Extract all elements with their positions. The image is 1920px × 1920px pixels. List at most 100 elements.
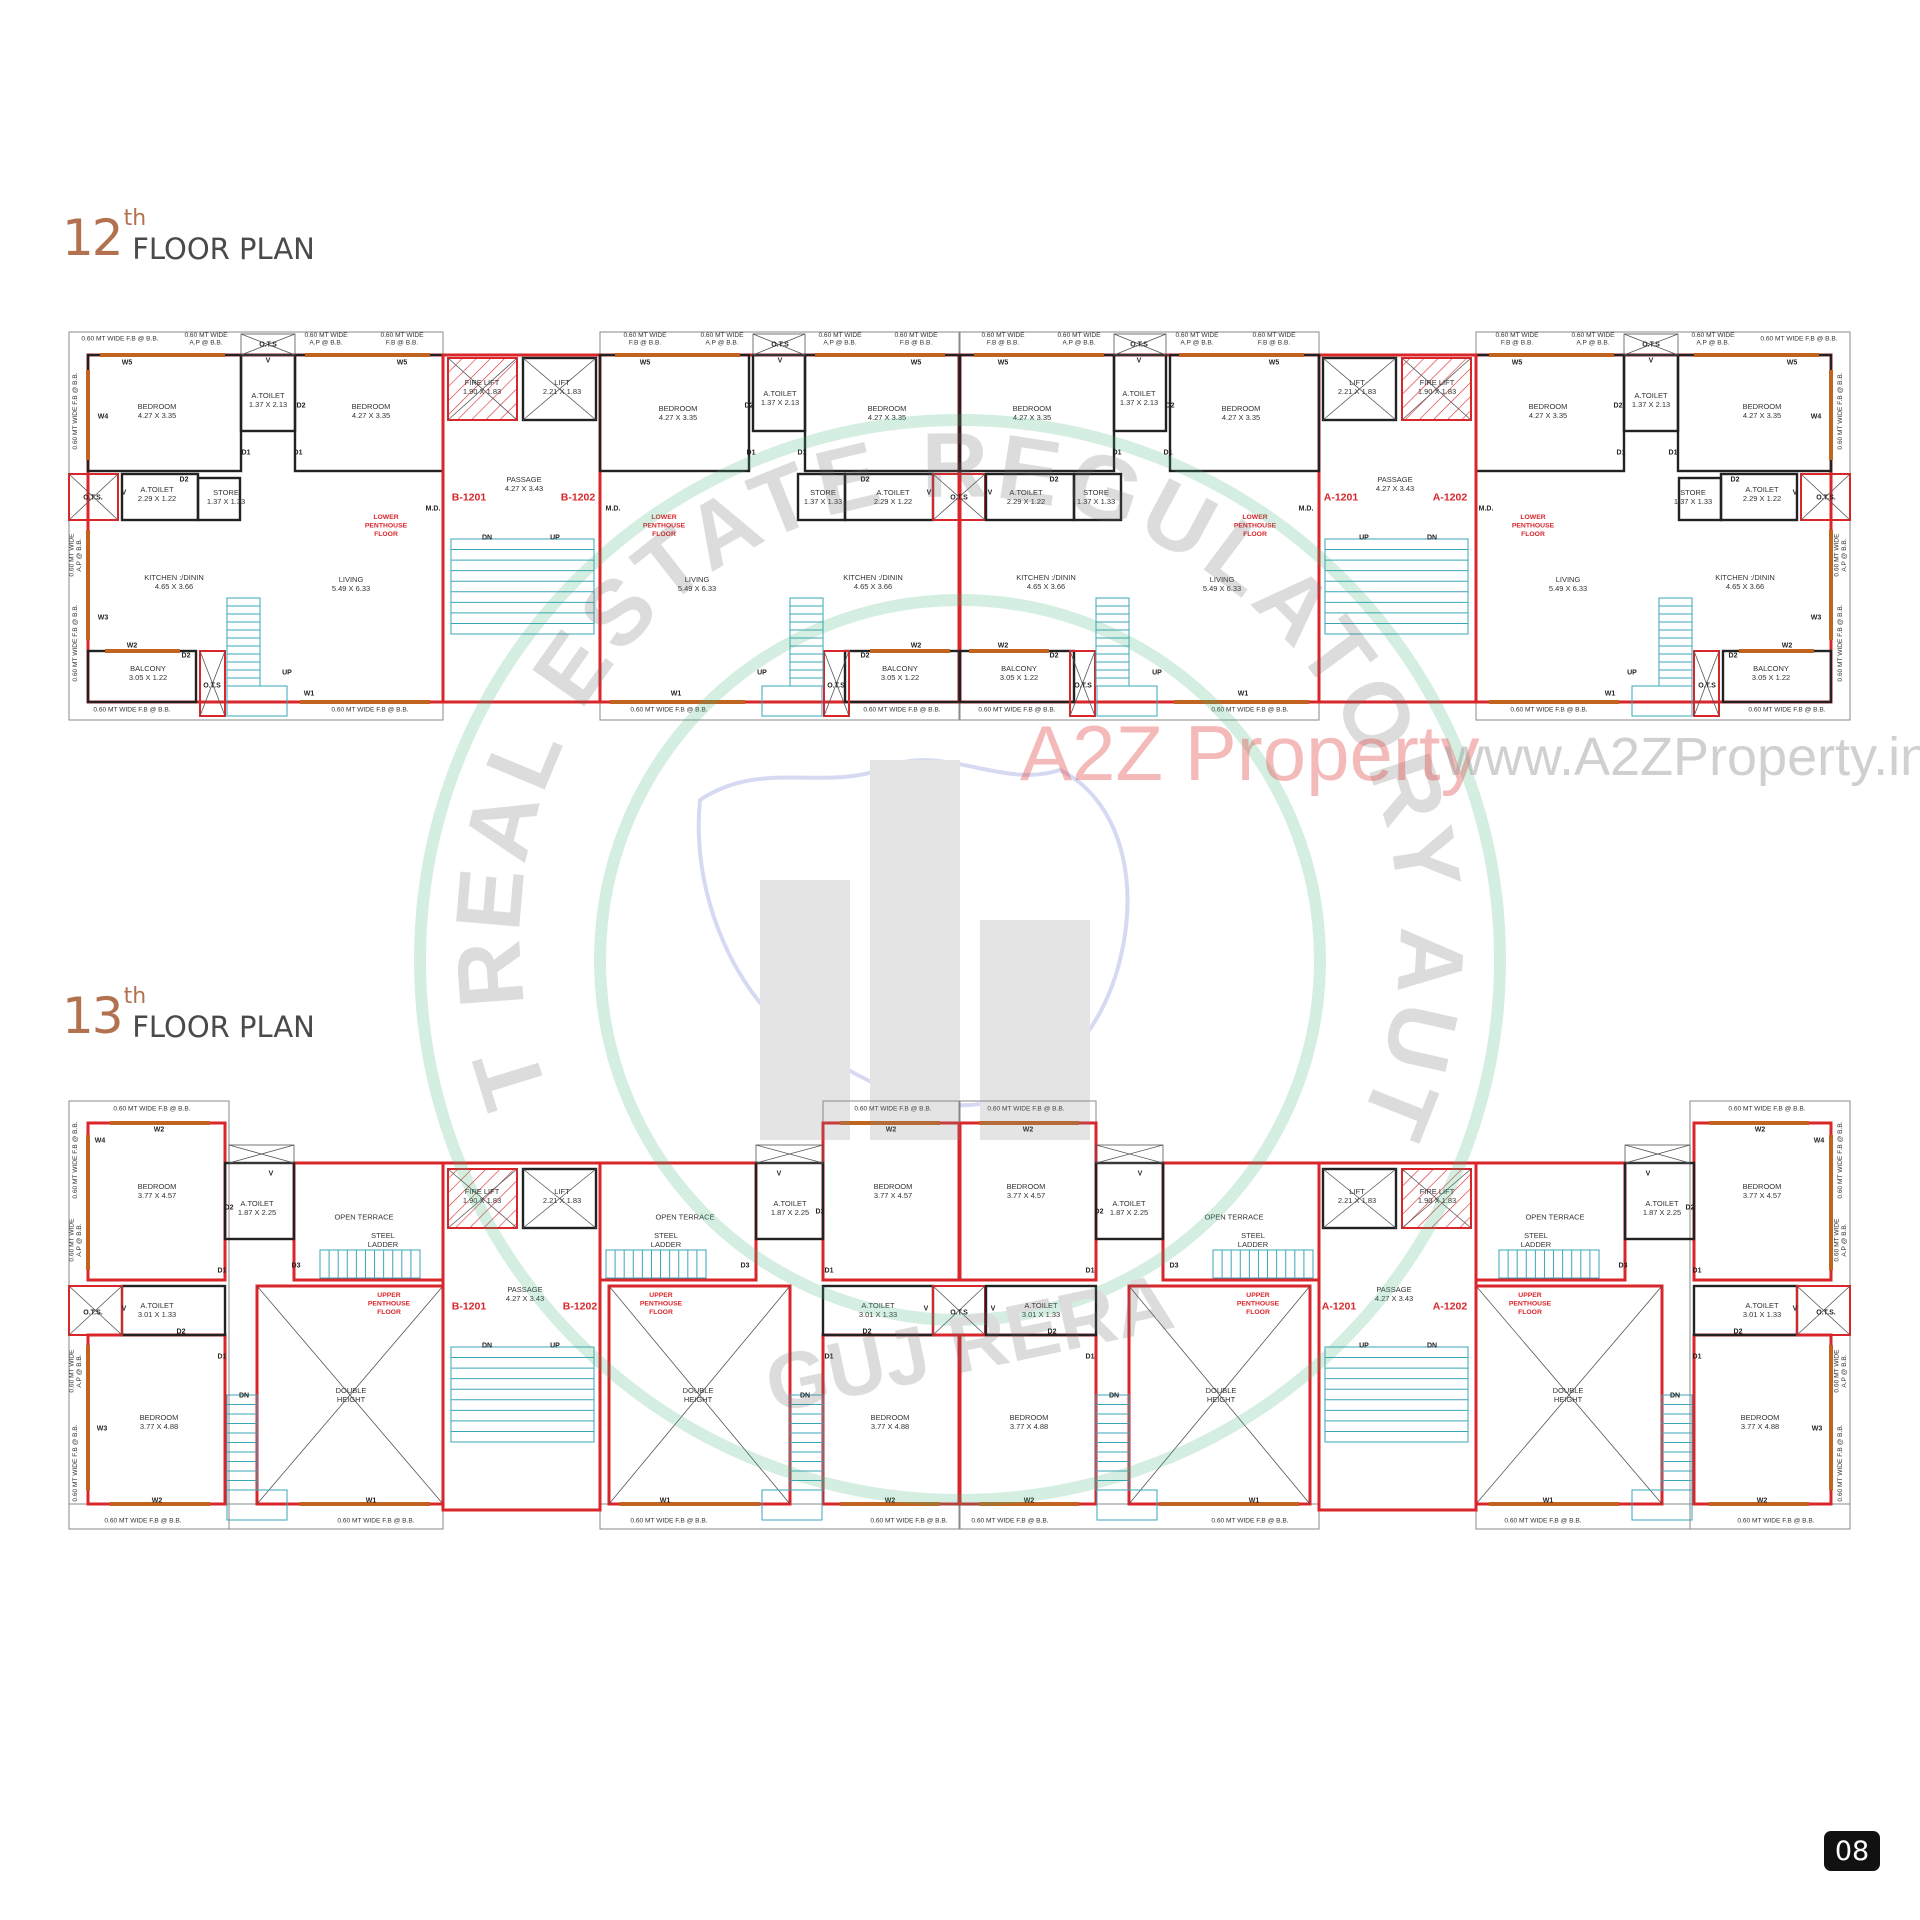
room-label: 1.37 X 2.13 xyxy=(761,398,799,407)
exterior-wall xyxy=(1692,1121,1833,1282)
plan-tag: W5 xyxy=(640,360,651,367)
ots-shaft-cross xyxy=(1800,473,1851,521)
plan-tag: O.T.S xyxy=(203,683,221,690)
plan-tag: W3 xyxy=(1812,1426,1823,1433)
room-label: OPEN TERRACE xyxy=(1204,1213,1263,1222)
unit-number-label: A-1202 xyxy=(1433,492,1468,504)
plan-tag: V xyxy=(991,1306,996,1313)
lift-shaft xyxy=(1321,356,1398,422)
plan-tag: W3 xyxy=(1811,615,1822,622)
plan-tag: W1 xyxy=(1543,1498,1554,1505)
room-label: LADDER xyxy=(1521,1240,1552,1249)
room-label: 4.27 X 3.35 xyxy=(1222,413,1260,422)
room-label: 3.77 X 4.88 xyxy=(1010,1422,1048,1431)
room-label: A.TOILET xyxy=(1634,391,1668,400)
unit-number-label: B-1202 xyxy=(561,492,596,504)
penthouse-floor-note: UPPER xyxy=(377,1292,401,1299)
room-label: 2.29 X 1.22 xyxy=(1743,494,1781,503)
room-label: LIFT xyxy=(1349,1187,1365,1196)
room-label: LIVING xyxy=(1556,575,1581,584)
plan-tag: M.D. xyxy=(1299,506,1314,513)
plan-tag: DN xyxy=(1670,1393,1680,1400)
room-label: STORE xyxy=(1680,488,1706,497)
plan-tag: W3 xyxy=(98,615,109,622)
unit-walls-left xyxy=(68,1100,986,1530)
setback-label: A.P @ B.B. xyxy=(189,339,222,346)
setback-label: 0.60 MT WIDE F.B @ B.B. xyxy=(870,1518,947,1525)
lift-shaft-cross xyxy=(1322,357,1397,421)
setback-label: 0.60 MT WIDE xyxy=(184,332,228,339)
setback-label: A.P @ B.B. xyxy=(1062,339,1095,346)
plan-tag: D1 xyxy=(825,1268,834,1275)
unit-number-label: B-1202 xyxy=(563,1301,598,1313)
room-wall xyxy=(984,472,1076,522)
room-label: BEDROOM xyxy=(138,402,177,411)
penthouse-floor-note: FLOOR xyxy=(374,531,398,538)
exterior-wall xyxy=(1317,1161,1478,1512)
room-wall xyxy=(196,476,242,522)
ots-shaft-cross xyxy=(1796,1285,1851,1336)
setback-label: 0.60 MT WIDE F.B @ B.B. xyxy=(337,1518,414,1525)
plan-tag: V xyxy=(1137,358,1142,365)
room-label: 4.27 X 3.35 xyxy=(659,413,697,422)
penthouse-floor-note: FLOOR xyxy=(377,1309,401,1316)
room-label: KITCHEN :/DININ xyxy=(1016,573,1076,582)
plan-tag: D2 xyxy=(297,403,306,410)
plan-tag: UP xyxy=(282,670,292,677)
setback-label: 0.60 MT WIDE xyxy=(68,1349,75,1393)
setback-label: 0.60 MT WIDE xyxy=(1833,1218,1840,1262)
plan-tag: W2 xyxy=(1757,1498,1768,1505)
room-label: 5.49 X 6.33 xyxy=(332,584,370,593)
setback-label: 0.60 MT WIDE F.B @ B.B. xyxy=(987,1106,1064,1113)
setback-label: 0.60 MT WIDE F.B @ B.B. xyxy=(971,1518,1048,1525)
plan-tag: D2 xyxy=(1050,653,1059,660)
plan-tag: D1 xyxy=(1693,1354,1702,1361)
staircase xyxy=(450,538,595,635)
setback-label: 0.60 MT WIDE F.B @ B.B. xyxy=(1510,707,1587,714)
room-label: BEDROOM xyxy=(138,1182,177,1191)
room-label: 2.29 X 1.22 xyxy=(138,494,176,503)
plan-tag: D1 xyxy=(1113,450,1122,457)
room-label: 1.37 X 2.13 xyxy=(1120,398,1158,407)
penthouse-floor-note: LOWER xyxy=(1520,514,1545,521)
setback-label: 0.60 MT WIDE F.B @ B.B. xyxy=(1728,1106,1805,1113)
setback-label: 0.60 MT WIDE xyxy=(1252,332,1296,339)
room-label: A.TOILET xyxy=(773,1199,807,1208)
penthouse-floor-note: UPPER xyxy=(1246,1292,1270,1299)
plan-tag: D1 xyxy=(1617,450,1626,457)
lift-shaft-cross xyxy=(522,1168,597,1229)
room-label: 1.90 X 1.83 xyxy=(1418,1196,1456,1205)
plan-tag: O.T.S xyxy=(1130,342,1148,349)
plan-tag: O.T.S xyxy=(950,495,968,502)
room-label: A.TOILET xyxy=(140,485,174,494)
room-label: A.TOILET xyxy=(1645,1199,1679,1208)
penthouse-floor-note: LOWER xyxy=(1242,514,1267,521)
plan-tag: D2 xyxy=(861,653,870,660)
room-label: BALCONY xyxy=(1001,664,1037,673)
plan-tag: DN xyxy=(1109,1393,1119,1400)
room-label: PASSAGE xyxy=(1377,475,1412,484)
exterior-wall xyxy=(86,1121,227,1282)
penthouse-floor-note: PENTHOUSE xyxy=(1509,1301,1552,1308)
room-label: 4.27 X 3.35 xyxy=(1743,411,1781,420)
plan-tag: V xyxy=(924,1306,929,1313)
room-label: BEDROOM xyxy=(140,1413,179,1422)
setback-outline xyxy=(1475,1503,1851,1530)
plan-tag: D1 xyxy=(1164,450,1173,457)
exterior-wall xyxy=(441,1161,602,1512)
plan-tag: D2 xyxy=(182,653,191,660)
penthouse-floor-note: PENTHOUSE xyxy=(1512,523,1555,530)
plan-tag: M.D. xyxy=(426,506,441,513)
ots-shaft-cross xyxy=(1623,333,1679,356)
plan-tag: W4 xyxy=(98,414,109,421)
plan-tag: DN xyxy=(239,1393,249,1400)
room-label: BEDROOM xyxy=(1013,404,1052,413)
plan-tag: UP xyxy=(1359,535,1369,542)
room-label: OPEN TERRACE xyxy=(655,1213,714,1222)
room-label: 1.37 X 2.13 xyxy=(249,400,287,409)
room-label: FIRE LIFT xyxy=(465,1187,500,1196)
setback-label: 0.60 MT WIDE F.B @ B.B. xyxy=(1737,1518,1814,1525)
plan-tag: M.D. xyxy=(606,506,621,513)
